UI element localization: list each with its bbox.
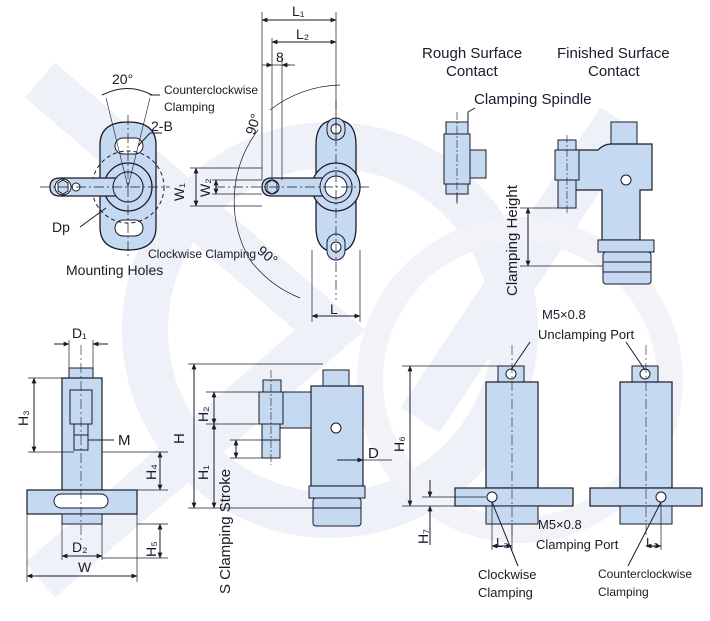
ccw-clamping-bottom-1: Counterclockwise — [598, 567, 693, 581]
dim-l: L — [330, 301, 338, 317]
dim-d1: D₁ — [72, 325, 87, 341]
port-views — [402, 341, 703, 567]
dim-l3-right: L₃ — [646, 535, 659, 550]
front-view — [26, 340, 168, 582]
clamping-height-label: Clamping Height — [504, 185, 521, 296]
dim-d: D — [368, 445, 379, 462]
mounting-holes-label: Mounting Holes — [66, 262, 164, 278]
dim-w: W — [78, 559, 92, 575]
top-view-swing — [190, 12, 370, 322]
contact-detail — [443, 107, 655, 285]
ccw-clamping-top-2: Clamping — [164, 100, 215, 114]
label-2b: 2-B — [151, 118, 173, 134]
dim-l3-left: L₃ — [496, 535, 509, 550]
finished-surface-2: Contact — [588, 63, 640, 80]
side-view — [188, 363, 392, 527]
clamping-spindle-label: Clamping Spindle — [474, 91, 592, 108]
dim-w2: W₂ — [197, 178, 213, 197]
rough-surface-1: Rough Surface — [422, 45, 523, 62]
dim-h5: H₅ — [143, 541, 159, 557]
dim-h7: H₇ — [415, 529, 431, 544]
top-view-mounting — [40, 88, 170, 258]
dim-h2: H₂ — [195, 406, 211, 422]
s-clamping-stroke-label: S Clamping Stroke — [217, 468, 234, 594]
label-dp: Dp — [52, 219, 70, 235]
dim-h: H — [171, 433, 188, 444]
ccw-clamping-bottom-2: Clamping — [598, 585, 649, 599]
m5-clamp-spec: M5×0.8 — [538, 517, 582, 532]
dim-d2: D₂ — [72, 539, 88, 555]
angle-20: 20° — [112, 71, 134, 87]
dim-h1: H₁ — [195, 465, 211, 480]
dim-m: M — [118, 432, 131, 449]
dim-8: 8 — [276, 49, 284, 65]
dim-h6: H₆ — [391, 436, 407, 452]
cw-clamping-top: Clockwise Clamping — [148, 247, 257, 261]
dim-h4: H₄ — [143, 464, 159, 480]
m5-unclamp-spec: M5×0.8 — [542, 307, 586, 322]
dim-h3: H₃ — [15, 410, 31, 426]
unclamping-port-label: Unclamping Port — [538, 327, 635, 342]
dim-w1: W₁ — [171, 183, 187, 201]
rough-surface-2: Contact — [446, 63, 498, 80]
dim-l1: L₁ — [292, 3, 305, 19]
ccw-clamping-top-1: Counterclockwise — [164, 83, 259, 97]
finished-surface-1: Finished Surface — [557, 45, 670, 62]
cw-clamping-bottom-2: Clamping — [478, 585, 533, 600]
dim-l2: L₂ — [296, 26, 310, 42]
clamping-port-label: Clamping Port — [536, 537, 619, 552]
cw-clamping-bottom-1: Clockwise — [478, 567, 537, 582]
